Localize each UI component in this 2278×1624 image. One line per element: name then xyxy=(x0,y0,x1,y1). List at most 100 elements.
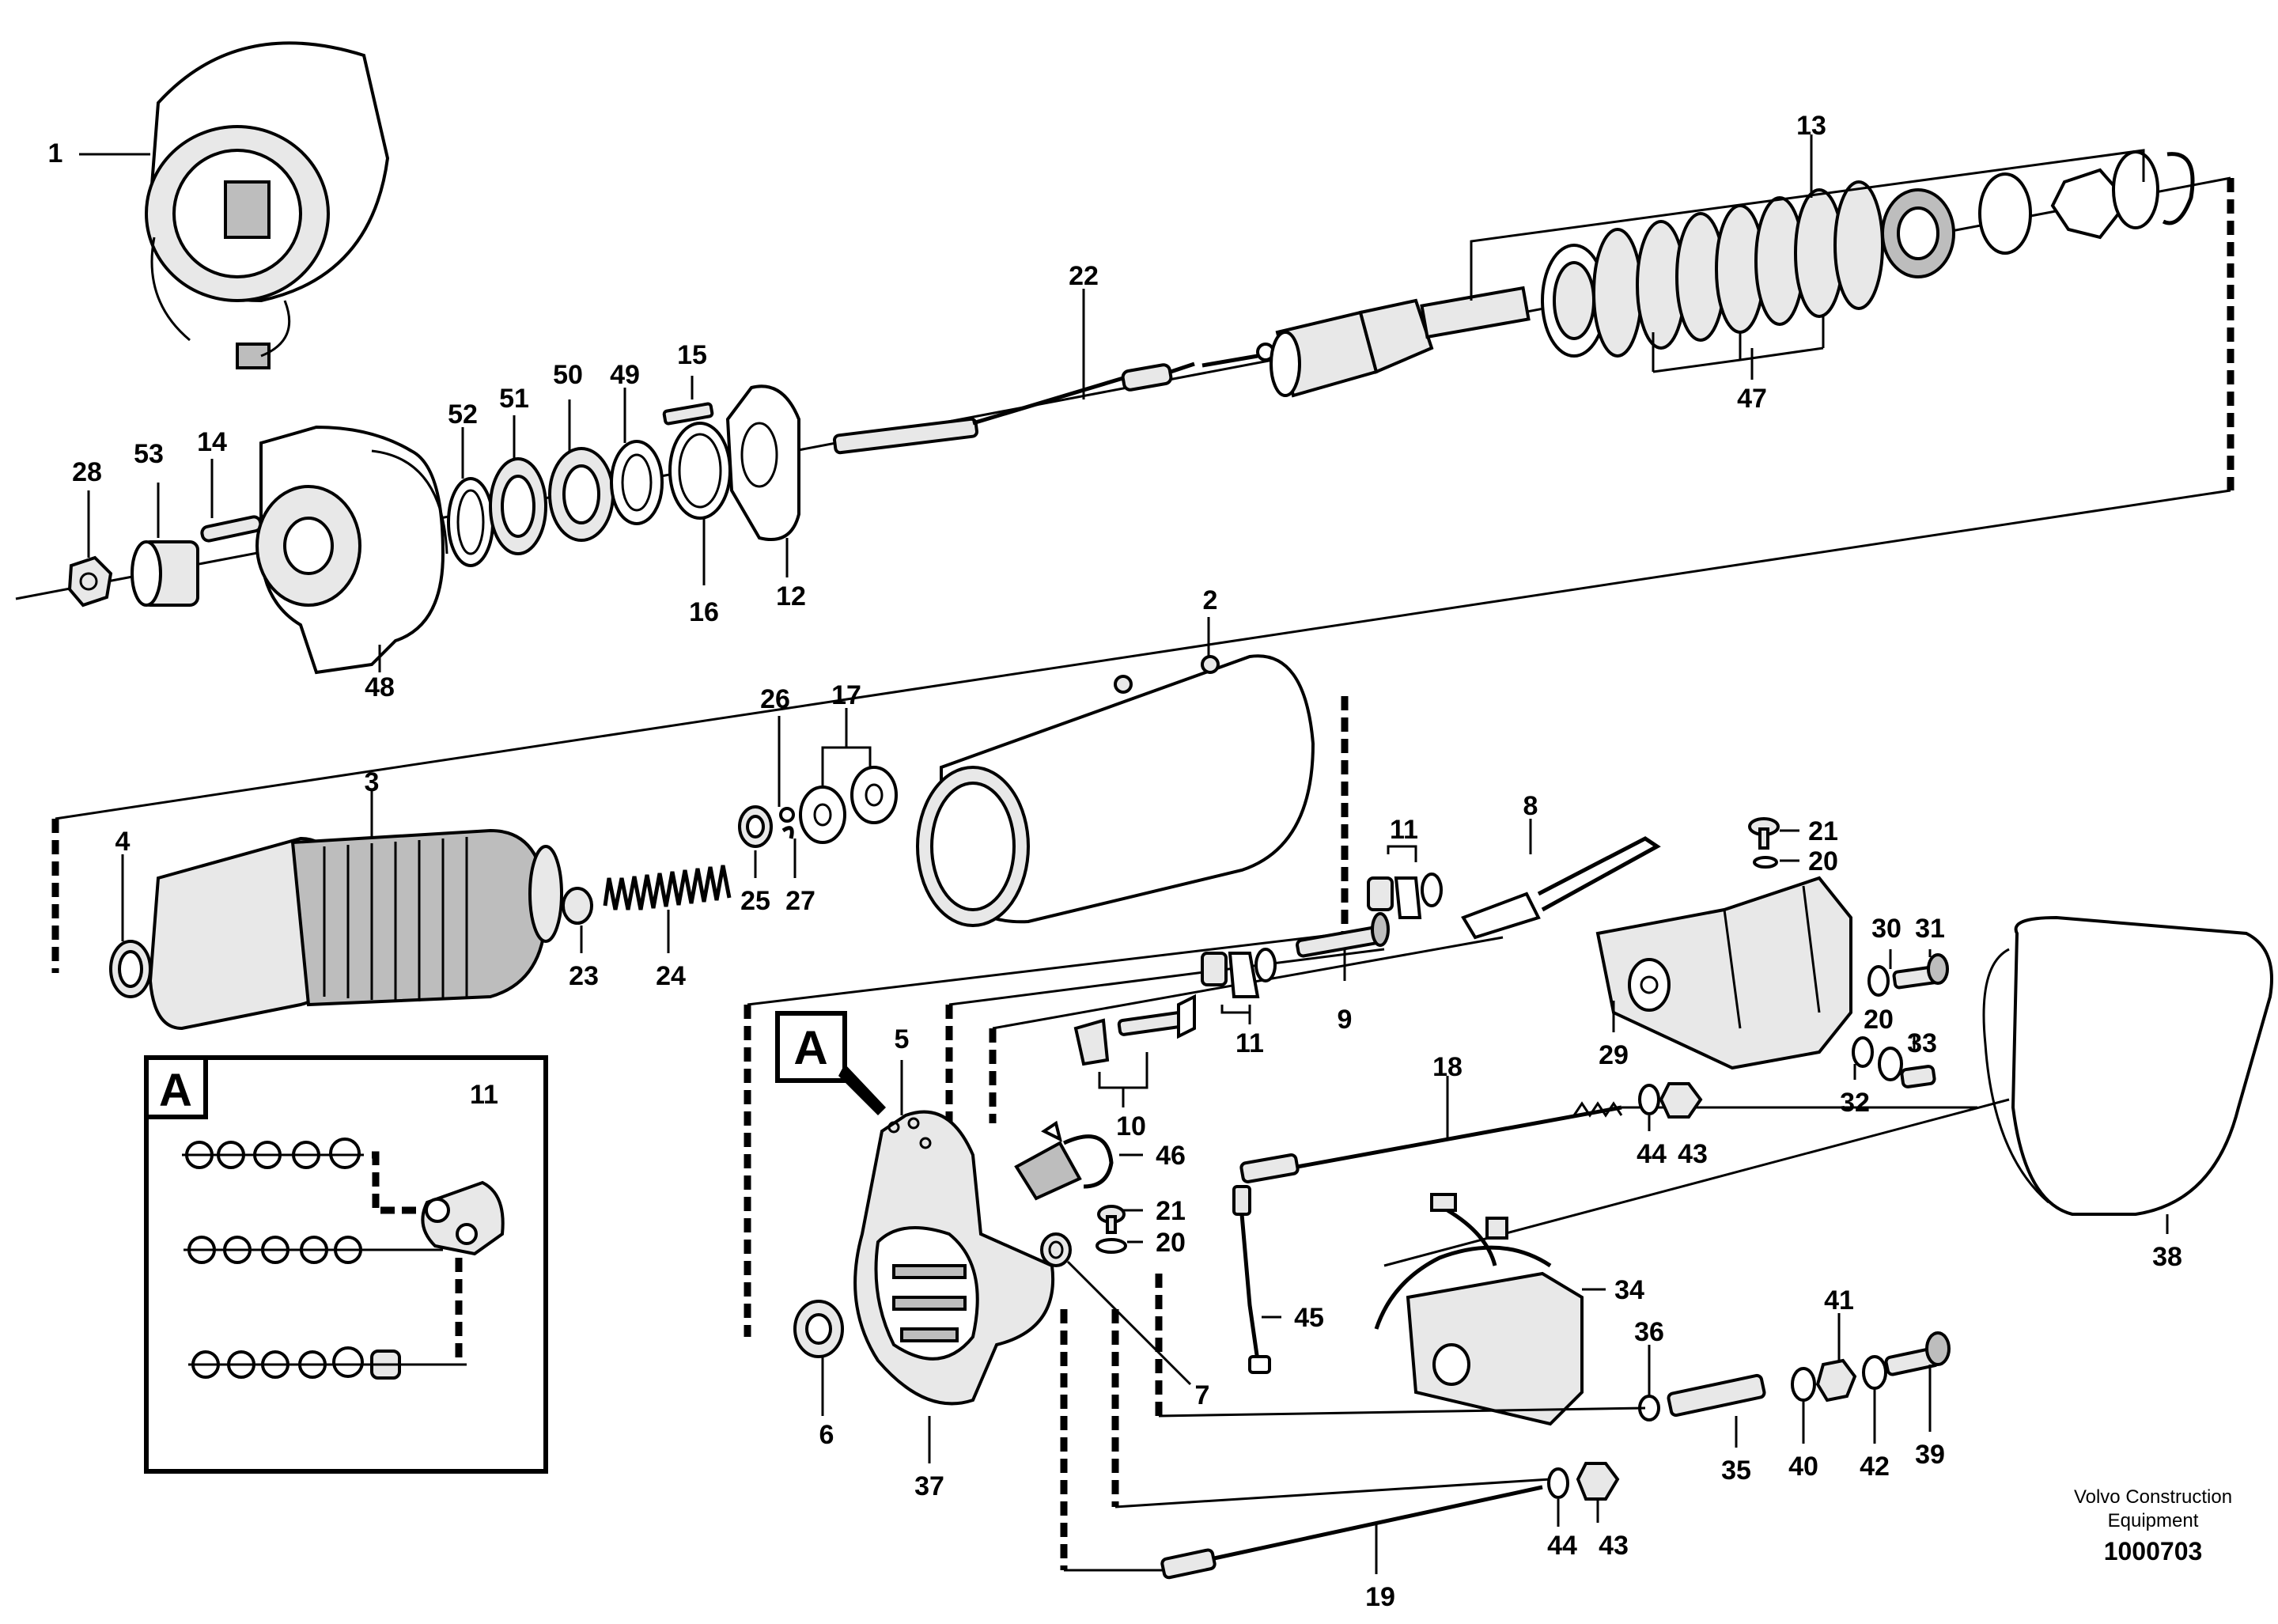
detail-washer-stack-middle xyxy=(184,1236,443,1264)
part-40-washer xyxy=(1791,1367,1816,1402)
label-2: 2 xyxy=(1203,585,1218,615)
label-41: 41 xyxy=(1824,1285,1854,1315)
part-15-screw xyxy=(662,402,714,426)
part-31-screw xyxy=(1892,953,1949,990)
label-39: 39 xyxy=(1915,1440,1945,1470)
part-49-bushing xyxy=(610,440,664,525)
label-51: 51 xyxy=(499,384,529,414)
label-9: 9 xyxy=(1338,1005,1353,1035)
label-14: 14 xyxy=(197,427,227,457)
credit-line-1: Volvo Construction xyxy=(2074,1486,2232,1508)
part-16-washer xyxy=(668,422,732,520)
label-35: 35 xyxy=(1721,1456,1751,1486)
part-44-washer-upper xyxy=(1638,1084,1660,1115)
part-44-washer-lower xyxy=(1547,1467,1569,1499)
label-44-upper: 44 xyxy=(1637,1139,1667,1169)
part-17-washers xyxy=(799,766,898,844)
part-20-washer-upper xyxy=(1753,856,1778,869)
label-21-lower: 21 xyxy=(1156,1196,1186,1226)
label-4: 4 xyxy=(115,827,131,857)
part-38-cover xyxy=(1982,915,2273,1216)
part-41-nut xyxy=(1815,1358,1857,1403)
label-45: 45 xyxy=(1294,1303,1324,1333)
part-29-solenoid xyxy=(1595,876,1852,1070)
label-20-lower: 20 xyxy=(1156,1228,1186,1258)
label-36: 36 xyxy=(1634,1317,1664,1347)
label-23: 23 xyxy=(569,961,599,991)
document-number: 1000703 xyxy=(2104,1537,2203,1565)
label-50: 50 xyxy=(553,360,583,390)
axis-line-middle xyxy=(55,489,2231,820)
label-17: 17 xyxy=(831,680,861,710)
label-6: 6 xyxy=(819,1420,834,1450)
part-10-brush-holder xyxy=(1073,994,1196,1066)
part-21-screw-lower xyxy=(1097,1205,1126,1234)
label-42: 42 xyxy=(1860,1452,1890,1482)
part-20-washer-lower xyxy=(1095,1238,1127,1254)
label-24: 24 xyxy=(656,961,686,991)
detail-bracket xyxy=(421,1180,505,1256)
label-27: 27 xyxy=(785,886,815,916)
label-25: 25 xyxy=(740,886,770,916)
label-53: 53 xyxy=(134,439,164,469)
label-26: 26 xyxy=(760,684,790,714)
label-8: 8 xyxy=(1523,791,1538,821)
label-11-lower: 11 xyxy=(1235,1028,1264,1058)
label-11-detail: 11 xyxy=(470,1080,498,1110)
label-16: 16 xyxy=(689,597,719,627)
label-13: 13 xyxy=(1796,111,1826,141)
label-31: 31 xyxy=(1915,914,1945,944)
part-53-pinion xyxy=(131,540,199,607)
label-49: 49 xyxy=(610,360,640,390)
part-9-bolt xyxy=(1296,912,1390,958)
part-24-spring xyxy=(603,865,732,910)
part-35-stud xyxy=(1667,1373,1766,1418)
part-43-nut-lower xyxy=(1576,1462,1620,1501)
part-51-bearing xyxy=(489,457,547,555)
part-30-washer xyxy=(1867,965,1890,997)
part-3-armature xyxy=(148,828,563,1031)
part-1-field-coil-housing xyxy=(145,41,390,369)
part-11-bracket-upper xyxy=(1367,873,1443,919)
part-27-clip xyxy=(781,826,794,839)
part-34-relay xyxy=(1374,1193,1584,1426)
label-44-lower: 44 xyxy=(1547,1531,1577,1561)
label-19: 19 xyxy=(1365,1582,1395,1612)
part-45-cable xyxy=(1232,1185,1271,1374)
part-19-through-bolt xyxy=(1160,1485,1543,1580)
label-38: 38 xyxy=(2152,1242,2182,1272)
label-30: 30 xyxy=(1871,914,1901,944)
label-29: 29 xyxy=(1599,1040,1629,1070)
part-18-through-bolt xyxy=(1239,1101,1623,1183)
part-6-bushing xyxy=(793,1300,844,1358)
part-42-washer xyxy=(1862,1355,1887,1390)
part-33-screw xyxy=(1878,1047,1936,1088)
label-37: 37 xyxy=(914,1471,944,1501)
label-43-upper: 43 xyxy=(1678,1139,1708,1169)
label-32: 32 xyxy=(1840,1088,1870,1118)
label-11-upper: 11 xyxy=(1390,815,1418,845)
label-3: 3 xyxy=(365,767,380,797)
label-40: 40 xyxy=(1788,1452,1818,1482)
detail-washer-stack-bottom xyxy=(188,1346,459,1380)
part-21-screw-upper xyxy=(1748,817,1780,850)
part-50-bearing xyxy=(548,447,615,542)
part-46-brush xyxy=(1014,1120,1114,1201)
label-15: 15 xyxy=(677,340,707,370)
part-37-end-frame xyxy=(853,1110,1055,1406)
label-22: 22 xyxy=(1069,261,1099,291)
label-28: 28 xyxy=(72,457,102,487)
label-47: 47 xyxy=(1737,384,1767,414)
credit-line-2: Equipment xyxy=(2108,1510,2199,1531)
part-20-washer-right xyxy=(1852,1036,1874,1068)
part-12-plate xyxy=(725,384,800,541)
part-2-yoke xyxy=(916,654,1315,927)
part-26-ball xyxy=(779,807,795,823)
credit-block: Volvo Construction Equipment 1000703 xyxy=(2074,1486,2232,1565)
detail-box-a: A xyxy=(144,1055,548,1474)
part-22-shaft xyxy=(833,343,1275,455)
label-1: 1 xyxy=(48,138,63,168)
part-13-drive-assembly xyxy=(1270,150,2195,398)
label-20-upper: 20 xyxy=(1808,846,1838,876)
